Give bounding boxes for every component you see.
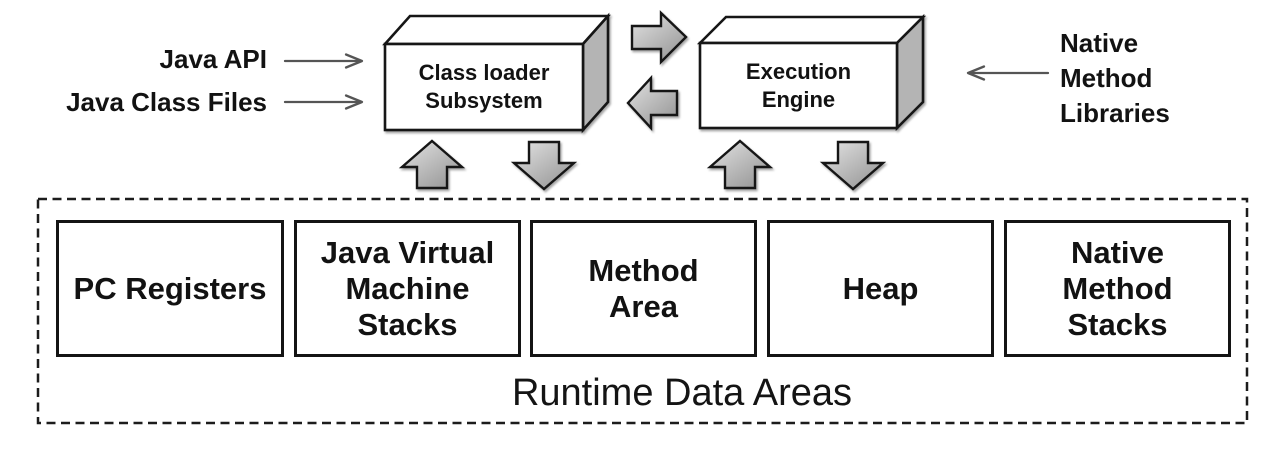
right-block-arrow-icon bbox=[630, 10, 688, 65]
execution-engine-box-top-face bbox=[696, 15, 927, 45]
runtime-area-box-method-area: Method Area bbox=[530, 220, 757, 357]
runtime-area-label: Native Method Stacks bbox=[1062, 234, 1173, 342]
runtime-area-box-native-method-stacks: Native Method Stacks bbox=[1004, 220, 1231, 357]
java-api-label: Java API bbox=[159, 44, 267, 74]
class-loader-box-front-face bbox=[383, 42, 585, 132]
runtime-area-label: Heap bbox=[842, 270, 919, 306]
execution-engine-box-3d bbox=[696, 13, 927, 132]
down-block-arrow-icon bbox=[510, 140, 578, 191]
runtime-area-box-heap: Heap bbox=[767, 220, 994, 357]
runtime-data-areas-title: Runtime Data Areas bbox=[511, 372, 853, 414]
runtime-area-label: PC Registers bbox=[73, 270, 267, 306]
class-loader-box-top-face bbox=[382, 14, 611, 46]
java-class-files-label: Java Class Files bbox=[66, 87, 267, 117]
java-class-files-right-arrow-icon bbox=[283, 94, 364, 110]
left-block-arrow-icon bbox=[626, 74, 679, 132]
native-method-libraries-label: Native Method Libraries bbox=[1060, 28, 1170, 128]
down-block-arrow-icon bbox=[819, 140, 887, 191]
class-loader-subsystem-label: Class loader Subsystem bbox=[418, 60, 550, 113]
runtime-area-label: Java Virtual Machine Stacks bbox=[320, 234, 495, 342]
runtime-exchange-arrows bbox=[398, 139, 887, 191]
execution-engine-label: Execution Engine bbox=[745, 58, 852, 112]
runtime-area-label: Method Area bbox=[588, 252, 699, 324]
runtime-data-areas-dashed-border bbox=[36, 197, 1249, 425]
native-libraries-left-arrow-icon bbox=[966, 65, 1050, 81]
up-block-arrow-icon bbox=[398, 139, 466, 190]
class-loader-box-3d bbox=[382, 12, 611, 134]
java-api-right-arrow-icon bbox=[283, 53, 364, 69]
classloader-execution-exchange-arrows bbox=[626, 10, 688, 132]
up-block-arrow-icon bbox=[706, 139, 774, 190]
runtime-area-box-jvm-stacks: Java Virtual Machine Stacks bbox=[294, 220, 521, 357]
runtime-area-box-pc-registers: PC Registers bbox=[56, 220, 284, 357]
input-arrows bbox=[283, 53, 1050, 110]
execution-engine-box-front-face bbox=[698, 41, 899, 130]
